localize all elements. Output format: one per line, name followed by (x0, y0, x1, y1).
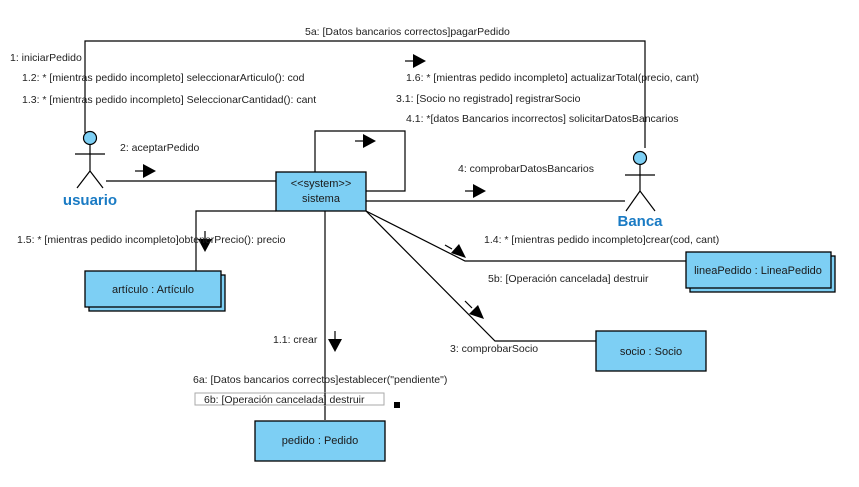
message-5b: 5b: [Operación cancelada] destruir (488, 273, 649, 285)
message-6a: 6a: [Datos bancarios correctos]establece… (193, 374, 447, 386)
actor-name-usuario: usuario (63, 192, 117, 209)
message-1: 1: iniciarPedido (10, 52, 82, 64)
message-1-4: 1.4: * [mientras pedido incompleto]crear… (484, 234, 719, 246)
object-name: pedido : Pedido (282, 435, 358, 447)
object-sistema[interactable]: <<system>> sistema (275, 171, 367, 212)
message-5a: 5a: [Datos bancarios correctos]pagarPedi… (305, 26, 510, 38)
object-socio[interactable]: socio : Socio (595, 330, 707, 372)
arrow-1-5 (198, 231, 212, 252)
object-name: lineaPedido : LineaPedido (694, 265, 822, 277)
message-3-1: 3.1: [Socio no registrado] registrarSoci… (396, 93, 581, 105)
object-name: socio : Socio (620, 346, 682, 358)
actor-name-banca: Banca (617, 213, 663, 230)
object-name: sistema (302, 193, 341, 205)
arrow-2 (135, 164, 156, 178)
link-sistema-socio[interactable] (365, 210, 596, 342)
object-lineapedido[interactable]: lineaPedido : LineaPedido (685, 251, 836, 293)
object-articulo[interactable]: artículo : Artículo (84, 270, 226, 312)
actor-head-icon (632, 150, 648, 166)
message-1-2: 1.2: * [mientras pedido incompleto] sele… (22, 72, 305, 84)
arrow-4 (465, 184, 486, 198)
link-sistema-self[interactable] (314, 130, 406, 192)
message-1-5: 1.5: * [mientras pedido incompleto]obten… (17, 234, 286, 246)
message-1-1: 1.1: crear (273, 334, 318, 346)
actor-banca[interactable]: Banca (617, 150, 663, 231)
message-3: 3: comprobarSocio (450, 343, 538, 355)
message-1-6: 1.6: * [mientras pedido incompleto] actu… (406, 72, 699, 84)
link-sistema-lineapedido[interactable] (365, 210, 686, 262)
message-6b: 6b: [Operación cancelada] destruir (204, 394, 365, 406)
message-2: 2: aceptarPedido (120, 142, 200, 154)
actor-head-icon (82, 130, 98, 146)
actor-usuario[interactable]: usuario (63, 130, 117, 210)
link-usuario-banca[interactable] (84, 40, 646, 148)
arrow-self-loop (355, 134, 376, 148)
link-sistema-articulo[interactable] (195, 210, 276, 271)
object-name: artículo : Artículo (112, 284, 194, 296)
message-6b-box[interactable]: 6b: [Operación cancelada] destruir (194, 392, 385, 406)
object-pedido[interactable]: pedido : Pedido (254, 420, 386, 462)
message-4: 4: comprobarDatosBancarios (458, 163, 594, 175)
arrow-3 (464, 300, 484, 319)
arrow-1-1 (328, 331, 342, 352)
object-stereotype: <<system>> (291, 178, 352, 190)
arrow-1-4 (444, 244, 466, 258)
arrow-5a (405, 54, 426, 68)
selection-handle[interactable] (394, 402, 400, 408)
message-4-1: 4.1: *[datos Bancarios incorrectos] soli… (406, 113, 679, 125)
message-1-3: 1.3: * [mientras pedido incompleto] Sele… (22, 94, 316, 106)
